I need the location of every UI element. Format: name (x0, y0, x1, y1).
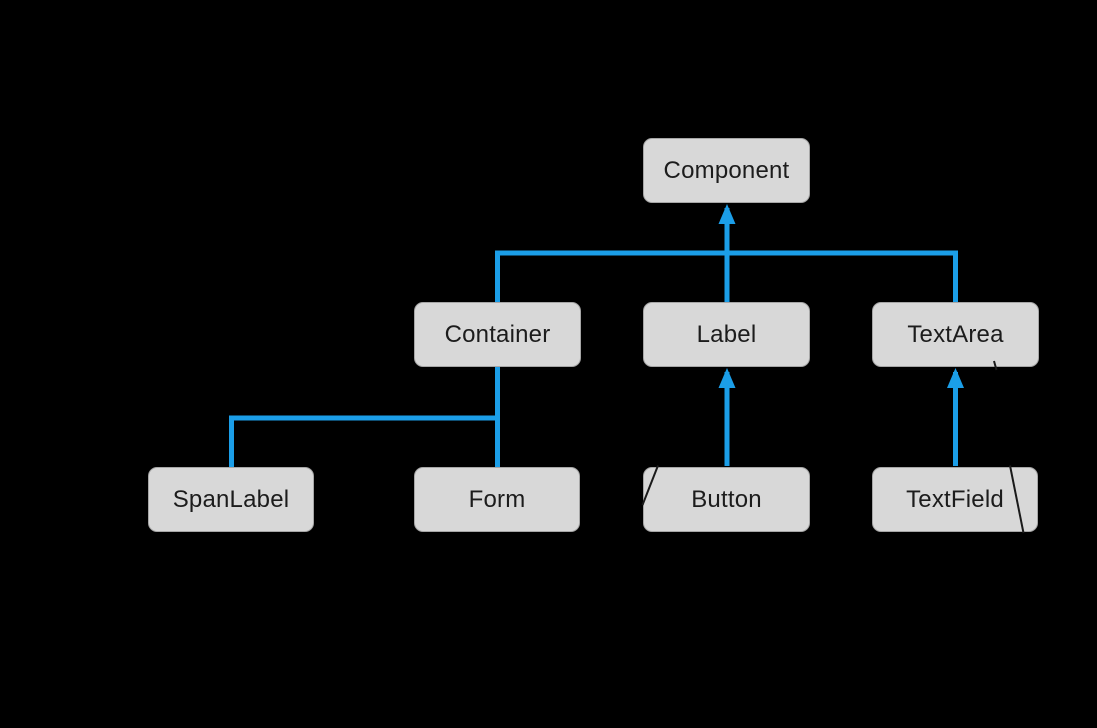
class-box-label-container: Container (444, 320, 551, 348)
class-box-textfield: TextField (872, 467, 1038, 532)
class-box-textarea: TextArea (872, 302, 1039, 367)
class-box-button: Button (643, 467, 810, 532)
class-box-label-component: Component (663, 156, 790, 184)
class-box-component: Component (643, 138, 810, 203)
class-box-label-textfield: TextField (906, 485, 1004, 513)
class-box-label-form: Form (468, 485, 526, 513)
class-box-container: Container (414, 302, 581, 367)
class-box-label: Label (643, 302, 810, 367)
class-box-form: Form (414, 467, 580, 532)
class-box-spanlabel: SpanLabel (148, 467, 314, 532)
class-box-label-label: Label (696, 320, 757, 348)
class-box-label-textarea: TextArea (907, 320, 1004, 348)
class-box-label-spanlabel: SpanLabel (172, 485, 290, 513)
class-box-label-button: Button (691, 485, 762, 513)
